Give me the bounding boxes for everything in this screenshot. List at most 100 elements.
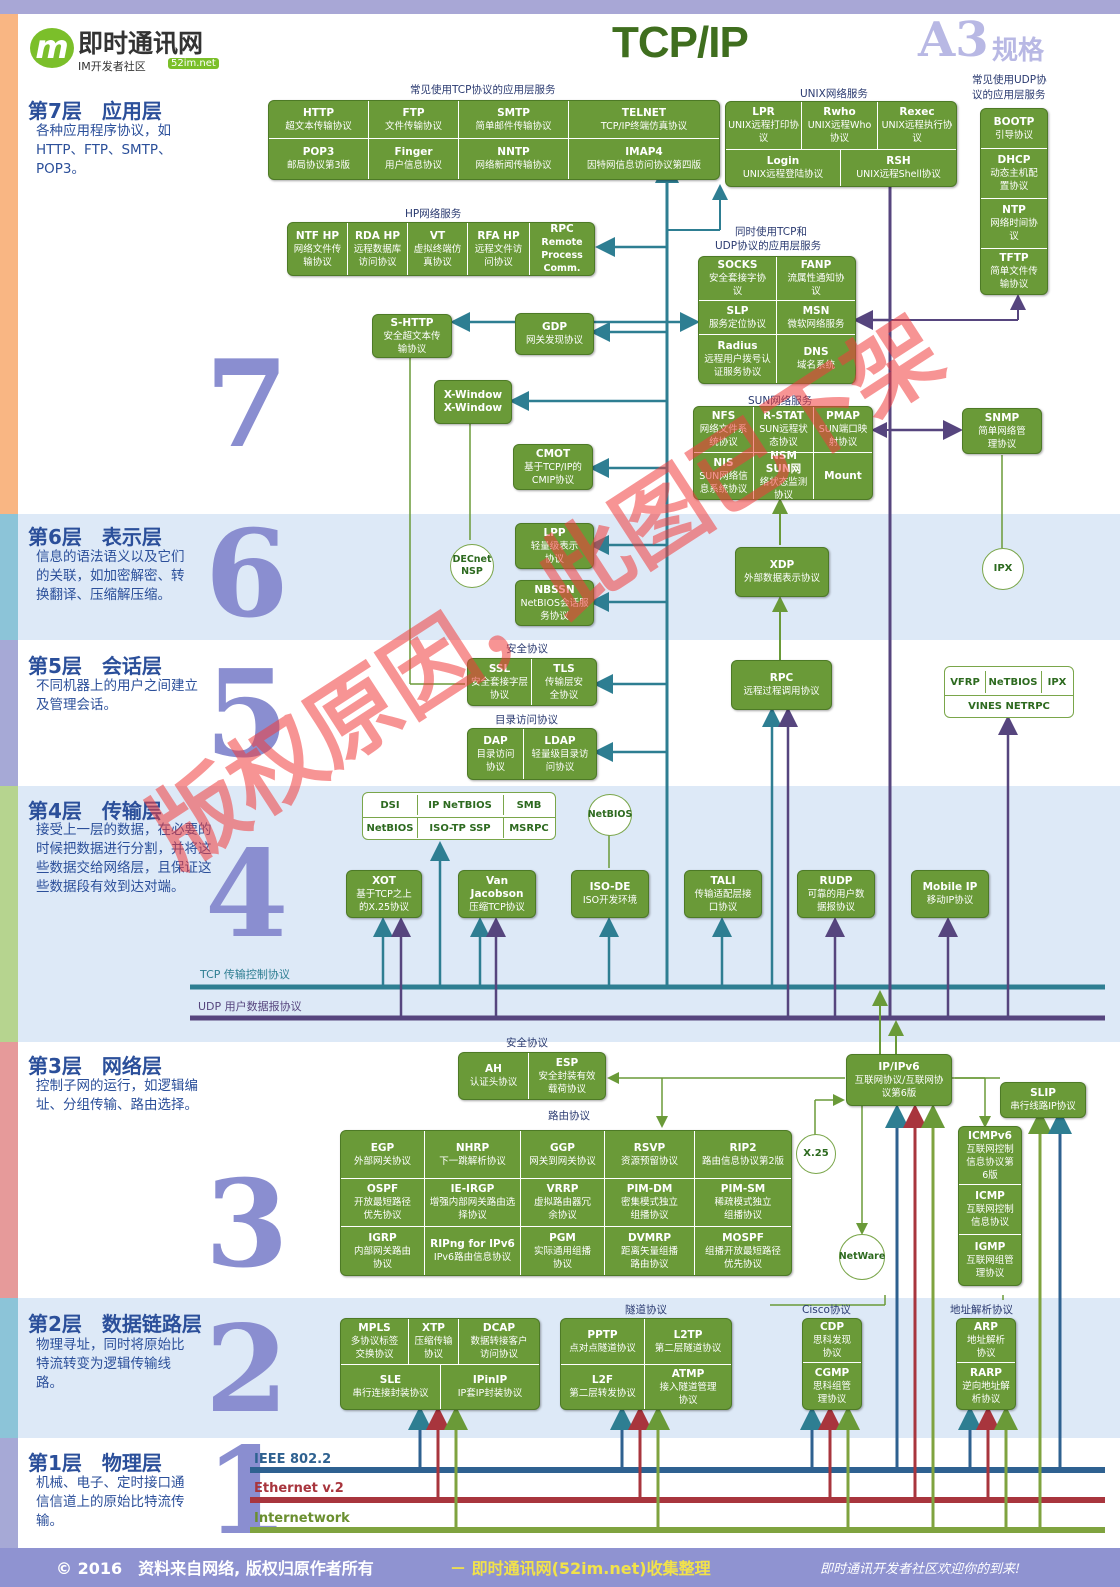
protocol-msrpc[interactable]: MSRPC: [503, 817, 555, 838]
node-ipx-top[interactable]: IPX: [982, 548, 1024, 590]
protocol-nsm[interactable]: NSM SUN网络状态监测协议: [754, 450, 814, 499]
protocol-vines-netrpc[interactable]: VINES NETRPC: [945, 695, 1073, 716]
protocol-mount[interactable]: Mount: [824, 469, 862, 482]
protocol-dsi[interactable]: DSI: [363, 795, 418, 815]
node-netware[interactable]: NetWare: [839, 1234, 885, 1280]
node-decnet-nsp[interactable]: DECnet NSP: [450, 544, 494, 588]
protocol-vfrp[interactable]: VFRP: [945, 671, 986, 693]
node-netbios[interactable]: NetBIOS: [588, 794, 632, 836]
protocol-ipx-5[interactable]: IPX: [1047, 676, 1067, 688]
protocol-smb[interactable]: SMB: [516, 799, 542, 811]
protocol-iso-tp[interactable]: ISO-TP SSP: [417, 817, 504, 838]
node-x25[interactable]: X.25: [796, 1134, 836, 1174]
protocol-ip-netbios[interactable]: IP NeTBIOS: [417, 795, 504, 815]
protocol-netbios-5[interactable]: NeTBIOS: [985, 671, 1042, 693]
protocol-netbios-4[interactable]: NetBIOS: [363, 817, 418, 838]
